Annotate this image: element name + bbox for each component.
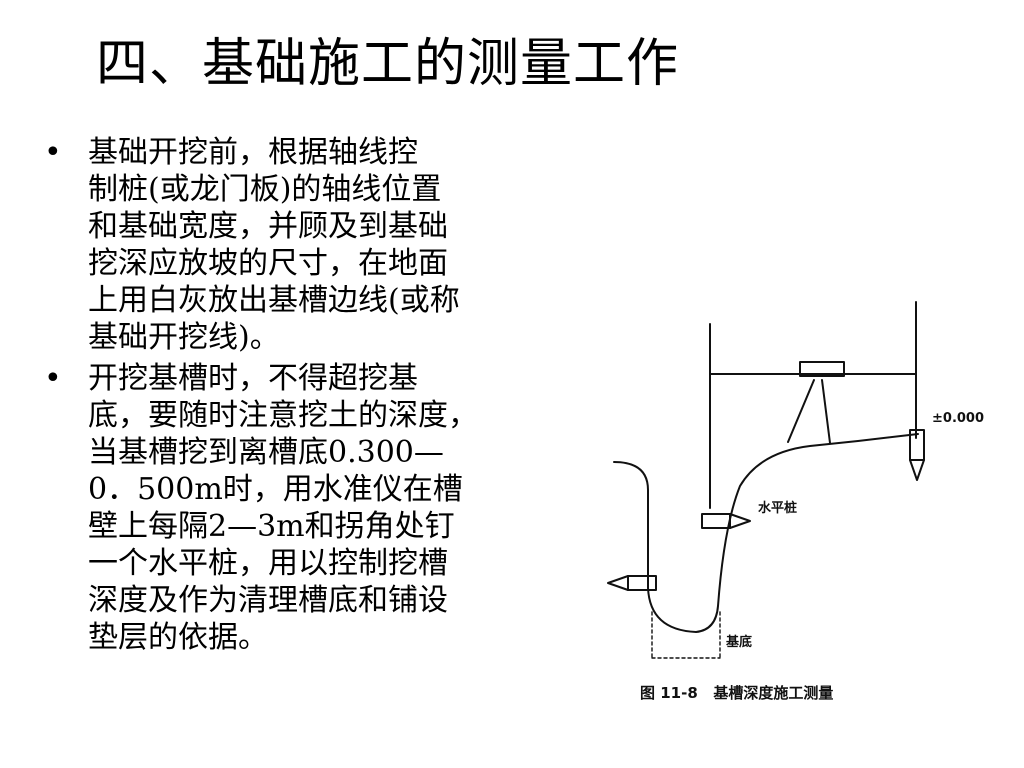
bullet-list: • 基础开挖前，根据轴线控 制桩(或龙门板)的轴线位置 和基础宽度，并顾及到基础… xyxy=(40,134,600,660)
trench-diagram-svg: ±0.000 水平桩 基底 图 11-8 基槽深度施工测量 xyxy=(607,301,984,702)
wall-stake-point xyxy=(607,575,629,591)
bullet-item: • 基础开挖前，根据轴线控 制桩(或龙门板)的轴线位置 和基础宽度，并顾及到基础… xyxy=(40,134,600,356)
level-stake-icon xyxy=(701,513,731,529)
level-stake-label: 水平桩 xyxy=(758,500,797,516)
bullet-text: 基础开挖前，根据轴线控 制桩(或龙门板)的轴线位置 和基础宽度，并顾及到基础 挖… xyxy=(88,135,460,355)
tripod-leg-left xyxy=(787,379,815,443)
trench-depth-diagram: ±0.000 水平桩 基底 图 11-8 基槽深度施工测量 xyxy=(600,296,1000,716)
elevation-label: ±0.000 xyxy=(932,411,984,426)
base-label: 基底 xyxy=(725,634,752,650)
trench-profile xyxy=(613,433,919,633)
elevation-stake-icon xyxy=(909,429,925,461)
bullet-item: • 开挖基槽时，不得超挖基 底，要随时注意挖土的深度， 当基槽挖到离槽底0.30… xyxy=(40,360,600,656)
level-stake-point xyxy=(729,513,751,529)
elevation-stake-point xyxy=(909,459,925,481)
bullet-dot-icon: • xyxy=(44,361,62,396)
tripod-leg-right xyxy=(821,379,831,444)
wall-stake-icon xyxy=(627,575,657,591)
bullet-text: 开挖基槽时，不得超挖基 底，要随时注意挖土的深度， 当基槽挖到离槽底0.300—… xyxy=(88,361,478,655)
slide-title: 四、基础施工的测量工作 xyxy=(96,34,680,94)
bullet-dot-icon: • xyxy=(44,135,62,170)
figure-caption: 图 11-8 基槽深度施工测量 xyxy=(640,684,833,702)
